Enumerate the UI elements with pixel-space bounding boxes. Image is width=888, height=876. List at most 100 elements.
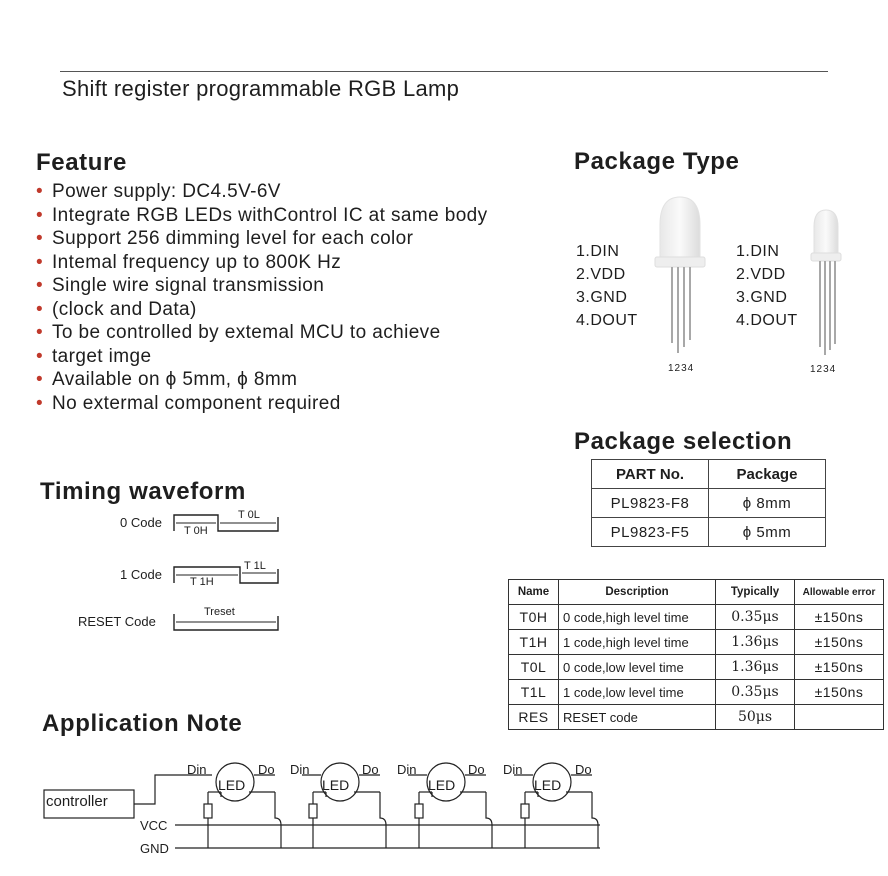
title-divider (60, 71, 828, 72)
table-row: T0L 0 code,low level time 1.36μs ±150ns (508, 654, 884, 680)
pin-label: 2.VDD (576, 266, 626, 283)
table-cell: T1H (508, 629, 559, 655)
table-cell: ϕ 5mm (708, 517, 826, 547)
table-cell: ±150ns (794, 604, 884, 630)
table-cell: ±150ns (794, 629, 884, 655)
column-header: Allowable error (794, 579, 884, 605)
dout-label: Do (258, 762, 275, 777)
table-row: RES RESET code 50μs (508, 704, 884, 730)
reset-code-waveform (173, 614, 279, 631)
table-cell: ±150ns (794, 654, 884, 680)
led-label: LED (534, 777, 562, 793)
table-cell: 1.36μs (715, 629, 795, 655)
table-cell: RESET code (558, 704, 716, 730)
din-label: Din (290, 762, 310, 777)
table-row: PL9823-F8 ϕ 8mm (591, 488, 826, 518)
column-header: PART No. (591, 459, 709, 489)
din-label: Din (397, 762, 417, 777)
feature-item: Power supply: DC4.5V-6V (36, 180, 488, 204)
feature-item: No extermal component required (36, 392, 488, 416)
vcc-drop (485, 792, 493, 848)
zero-code-waveform (173, 514, 279, 532)
t1l-label: T 1L (244, 560, 266, 572)
led-label: LED (218, 777, 246, 793)
feature-item: Available on ϕ 5mm, ϕ 8mm (36, 368, 488, 392)
feature-heading: Feature (36, 149, 127, 176)
pin-label: 4.DOUT (576, 312, 638, 329)
table-cell: PL9823-F5 (591, 517, 709, 547)
pin-label: 4.DOUT (736, 312, 798, 329)
led-circle (320, 762, 360, 802)
feature-item: Integrate RGB LEDs withControl IC at sam… (36, 204, 488, 228)
table-row: T1L 1 code,low level time 0.35μs ±150ns (508, 679, 884, 705)
dout-label: Do (362, 762, 379, 777)
page-title: Shift register programmable RGB Lamp (62, 76, 460, 101)
pin-label: 1.DIN (576, 243, 620, 260)
t0h-label: T 0H (184, 525, 208, 537)
feature-item: To be controlled by extemal MCU to achie… (36, 321, 488, 345)
table-row: PL9823-F5 ϕ 5mm (591, 517, 826, 547)
zero-code-label: 0 Code (120, 515, 162, 530)
din-label: Din (503, 762, 523, 777)
table-cell: 1.36μs (715, 654, 795, 680)
gnd-label: GND (140, 841, 169, 856)
timing-spec-table: Name Description Typically Allowable err… (508, 579, 884, 730)
table-cell: T1L (508, 679, 559, 705)
treset-label: Treset (204, 606, 235, 618)
application-heading: Application Note (42, 710, 243, 737)
table-header-row: Name Description Typically Allowable err… (508, 579, 884, 605)
pin-list-8mm: 1.DIN 2.VDD 3.GND 4.DOUT (576, 240, 638, 332)
feature-item-continuation: target imge (36, 345, 488, 369)
feature-list: Power supply: DC4.5V-6V Integrate RGB LE… (36, 180, 488, 415)
pin-label: 2.VDD (736, 266, 786, 283)
feature-item-continuation: (clock and Data) (36, 298, 488, 322)
led-label: LED (322, 777, 350, 793)
table-cell: 50μs (715, 704, 795, 730)
table-cell: 0 code,high level time (558, 604, 716, 630)
pin-label: 3.GND (576, 289, 628, 306)
pin-label: 3.GND (736, 289, 788, 306)
pin-numbers-8mm: 1234 (668, 363, 695, 374)
one-code-waveform (173, 566, 279, 584)
table-cell: RES (508, 704, 559, 730)
feature-item: Intemal frequency up to 800K Hz (36, 251, 488, 275)
pin-numbers-5mm: 1234 (810, 364, 837, 375)
table-cell (794, 704, 884, 730)
resistor-symbol (203, 803, 213, 819)
feature-item: Support 256 dimming level for each color (36, 227, 488, 251)
vcc-label: VCC (140, 818, 168, 833)
package-selection-table: PART No. Package PL9823-F8 ϕ 8mm PL9823-… (591, 459, 826, 547)
column-header: Description (558, 579, 716, 605)
led-5mm-image (810, 209, 842, 355)
pin-list-5mm: 1.DIN 2.VDD 3.GND 4.DOUT (736, 240, 798, 332)
led-label: LED (428, 777, 456, 793)
column-header: Name (508, 579, 559, 605)
feature-item: Single wire signal transmission (36, 274, 488, 298)
controller-label: controller (46, 793, 108, 810)
one-code-label: 1 Code (120, 567, 162, 582)
led-circle (532, 762, 572, 802)
pin-label: 1.DIN (736, 243, 780, 260)
application-circuit (43, 762, 600, 849)
table-cell: PL9823-F8 (591, 488, 709, 518)
table-cell: 1 code,high level time (558, 629, 716, 655)
resistor-symbol (520, 803, 530, 819)
table-cell: 1 code,low level time (558, 679, 716, 705)
led-8mm-image (654, 196, 706, 353)
dout-label: Do (575, 762, 592, 777)
column-header: Typically (715, 579, 795, 605)
package-type-heading: Package Type (574, 148, 740, 175)
reset-code-label: RESET Code (78, 614, 156, 629)
table-cell: ±150ns (794, 679, 884, 705)
t0l-label: T 0L (238, 509, 260, 521)
table-cell: ϕ 8mm (708, 488, 826, 518)
table-header-row: PART No. Package (591, 459, 826, 489)
led-circle (426, 762, 466, 802)
resistor-symbol (308, 803, 318, 819)
table-cell: 0.35μs (715, 604, 795, 630)
timing-heading: Timing waveform (40, 478, 246, 505)
package-selection-heading: Package selection (574, 428, 793, 455)
led-circle (215, 762, 255, 802)
table-row: T0H 0 code,high level time 0.35μs ±150ns (508, 604, 884, 630)
column-header: Package (708, 459, 826, 489)
